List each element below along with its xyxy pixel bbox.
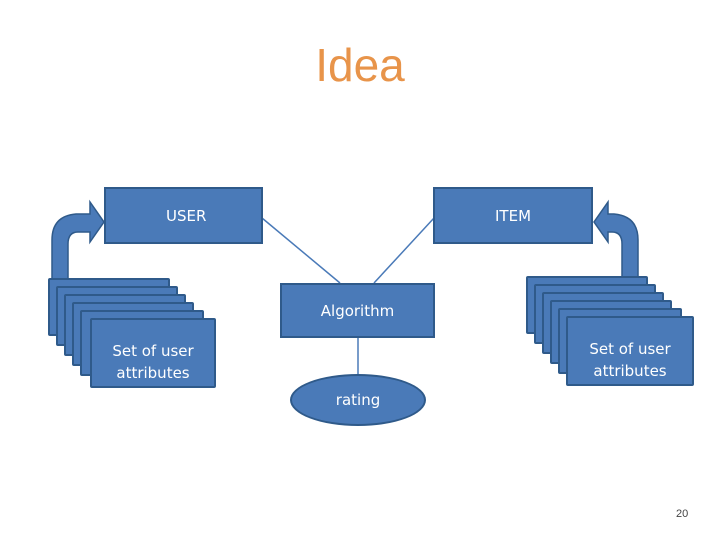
left-attributes-line1: Set of user [112, 342, 194, 360]
right-attributes-text: Set of user attributes [580, 338, 680, 382]
right-attributes-line2: attributes [593, 362, 667, 380]
algorithm-box: Algorithm [280, 283, 435, 338]
left-attributes-text: Set of user attributes [100, 340, 206, 384]
user-box: USER [104, 187, 263, 244]
rating-ellipse: rating [290, 374, 426, 426]
item-box: ITEM [433, 187, 593, 244]
right-curved-arrow-icon [593, 199, 639, 286]
left-stack-card [90, 318, 216, 388]
right-stack-card [566, 316, 694, 386]
right-attributes-line1: Set of user [589, 340, 671, 358]
item-to-algorithm-connector [373, 217, 435, 284]
page-number: 20 [676, 508, 689, 520]
slide-title: Idea [315, 39, 405, 91]
left-attributes-line2: attributes [116, 364, 190, 382]
left-curved-arrow-icon [51, 199, 105, 286]
user-to-algorithm-connector [261, 217, 341, 284]
